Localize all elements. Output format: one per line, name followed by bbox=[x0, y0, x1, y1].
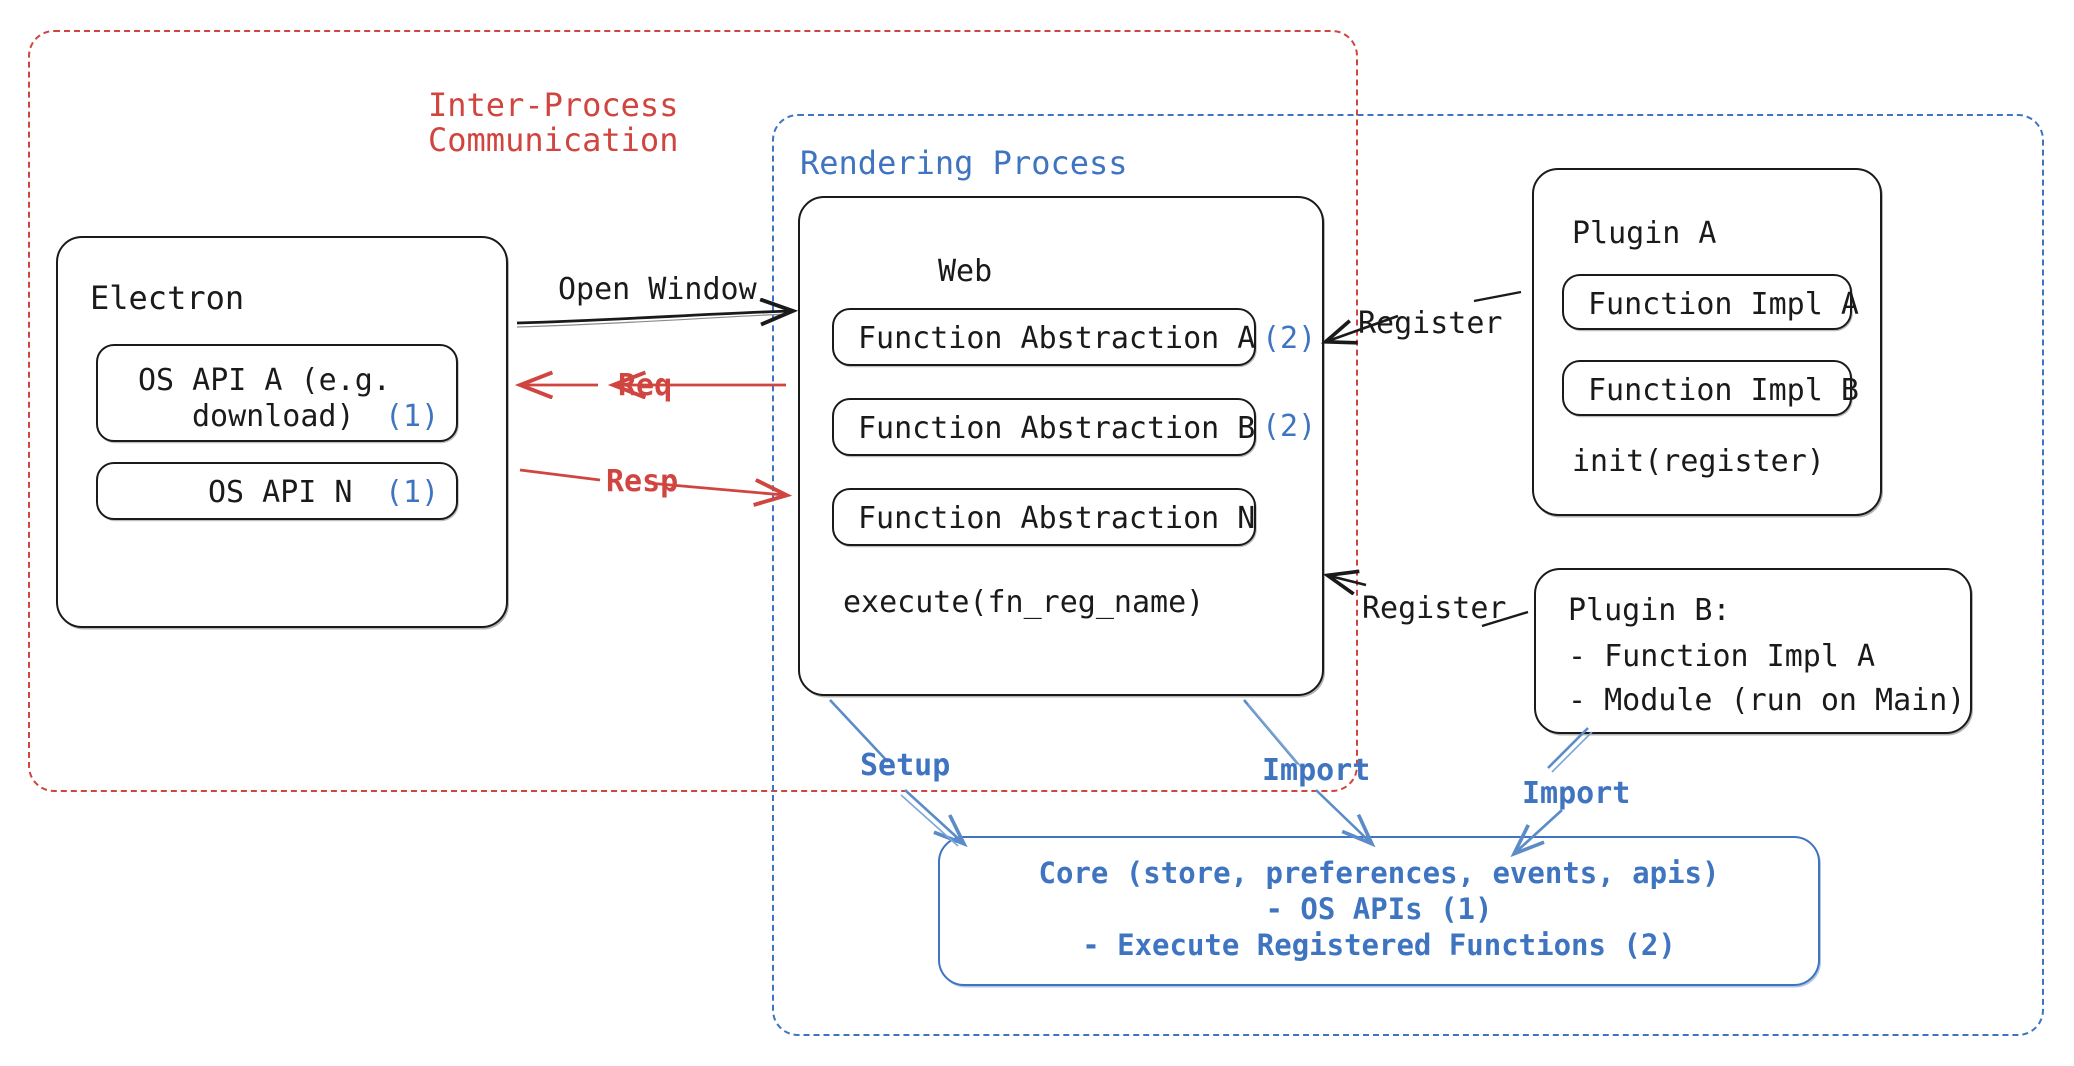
web-item-function-abstraction-n-label: Function Abstraction N bbox=[858, 501, 1256, 536]
plugin-a-item-function-impl-a[interactable] bbox=[1562, 274, 1852, 330]
edge-label-register-plugin-b: Register bbox=[1362, 591, 1507, 626]
plugin-b-line-module: - Module (run on Main) bbox=[1568, 683, 1966, 718]
plugin-a-item-function-impl-b[interactable] bbox=[1562, 360, 1852, 416]
web-item-function-abstraction-a[interactable] bbox=[832, 308, 1256, 366]
web-item-function-abstraction-b-label: Function Abstraction B bbox=[858, 411, 1256, 446]
core-line-3: - Execute Registered Functions (2) bbox=[1082, 928, 1676, 962]
web-item-function-abstraction-b-marker: (2) bbox=[1262, 409, 1317, 444]
electron-item-os-api-n[interactable] bbox=[96, 462, 458, 520]
edge-label-import-web: Import bbox=[1262, 753, 1371, 788]
electron-item-os-api-n-marker: (1) bbox=[385, 475, 440, 510]
plugin-b-box[interactable] bbox=[1534, 568, 1972, 734]
plugin-a-title: Plugin A bbox=[1572, 216, 1717, 251]
group-label-ipc-line2: Communication bbox=[428, 121, 679, 159]
plugin-b-title: Plugin B: bbox=[1568, 593, 1731, 628]
group-rendering-process bbox=[772, 114, 2044, 1036]
electron-item-os-api-a-line1: OS API A (e.g. bbox=[138, 363, 391, 398]
plugin-a-box[interactable] bbox=[1532, 168, 1882, 516]
core-line-2: - OS APIs (1) bbox=[1265, 892, 1493, 926]
electron-item-os-api-a-line2: download) bbox=[192, 399, 355, 434]
web-footer-execute: execute(fn_reg_name) bbox=[843, 585, 1205, 620]
electron-item-os-api-a[interactable] bbox=[96, 344, 458, 442]
group-inter-process-communication bbox=[28, 30, 1358, 792]
edge-label-setup: Setup bbox=[860, 748, 951, 783]
web-item-function-abstraction-b[interactable] bbox=[832, 398, 1256, 456]
edge-label-register-plugin-a: Register bbox=[1358, 306, 1503, 341]
group-label-rendering-process: Rendering Process bbox=[800, 144, 1128, 182]
edge-label-resp: Resp bbox=[606, 464, 679, 499]
core-box[interactable] bbox=[938, 836, 1820, 986]
web-item-function-abstraction-a-marker: (2) bbox=[1262, 321, 1317, 356]
group-label-ipc-line1: Inter-Process bbox=[428, 86, 679, 124]
plugin-b-line-function-impl-a: - Function Impl A bbox=[1568, 639, 1876, 674]
edge-label-req: Req bbox=[618, 368, 673, 403]
plugin-a-footer-init: init(register) bbox=[1572, 444, 1825, 479]
electron-item-os-api-a-marker: (1) bbox=[385, 399, 440, 434]
web-item-function-abstraction-n[interactable] bbox=[832, 488, 1256, 546]
web-title: Web bbox=[938, 254, 993, 289]
electron-item-os-api-n-label: OS API N bbox=[208, 475, 353, 510]
edge-label-import-plugin-b: Import bbox=[1522, 776, 1631, 811]
web-item-function-abstraction-a-label: Function Abstraction A bbox=[858, 321, 1256, 356]
edge-label-open-window: Open Window bbox=[558, 272, 757, 307]
plugin-a-item-function-impl-b-label: Function Impl B bbox=[1588, 373, 1859, 408]
electron-title: Electron bbox=[90, 279, 245, 317]
core-line-1: Core (store, preferences, events, apis) bbox=[1038, 856, 1720, 890]
plugin-a-item-function-impl-a-label: Function Impl A bbox=[1588, 287, 1859, 322]
